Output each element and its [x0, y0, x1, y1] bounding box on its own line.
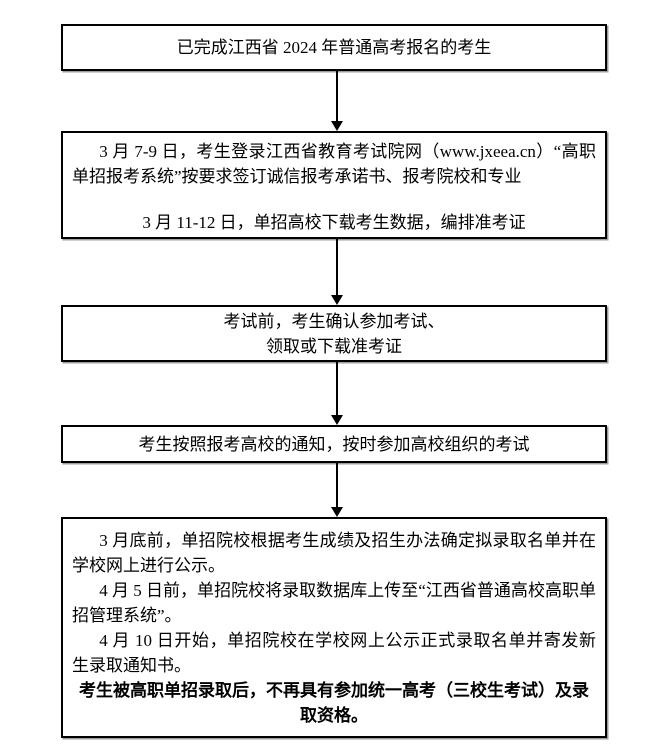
flowchart-box-exam: 考生按照报考高校的通知，按时参加高校组织的考试 [61, 425, 607, 463]
box4-text: 考生按照报考高校的通知，按时参加高校组织的考试 [138, 434, 530, 454]
arrow-shaft [335, 362, 338, 415]
arrow-head-icon [330, 415, 343, 425]
arrow-shaft [335, 239, 338, 295]
arrow-shaft [335, 71, 338, 121]
arrow-head-icon [330, 295, 343, 305]
down-arrow-2 [330, 239, 343, 305]
box5-paragraph-3: 4 月 10 日开始，单招院校在学校网上公示正式录取名单并寄发新生录取通知书。 [72, 631, 596, 675]
down-arrow-4 [330, 463, 343, 517]
box2-paragraph-2: 3 月 11-12 日，单招高校下载考生数据，编排准考证 [142, 213, 526, 232]
arrow-head-icon [330, 507, 343, 517]
box1-text: 已完成江西省 2024 年普通高考报名的考生 [176, 38, 492, 57]
flowchart-box-registration: 3 月 7-9 日，考生登录江西省教育考试院网（www.jxeea.cn）“高职… [61, 131, 607, 239]
box5-paragraph-2: 4 月 5 日前，单招院校将录取数据库上传至“江西省普通高校高职单招管理系统”。 [72, 581, 596, 625]
down-arrow-3 [330, 362, 343, 425]
box2-paragraph-1: 3 月 7-9 日，考生登录江西省教育考试院网（www.jxeea.cn）“高职… [72, 142, 596, 186]
flowchart-box-admission: 3 月底前，单招院校根据考生成绩及招生办法确定拟录取名单并在学校网上进行公示。 … [61, 517, 607, 738]
box5-warning-bold: 考生被高职单招录取后，不再具有参加统一高考（三校生考试）及录取资格。 [79, 681, 589, 725]
arrow-head-icon [330, 121, 343, 131]
flowchart-box-start: 已完成江西省 2024 年普通高考报名的考生 [61, 24, 607, 71]
down-arrow-1 [330, 71, 343, 131]
box3-line-2: 领取或下载准考证 [266, 336, 402, 356]
arrow-shaft [335, 463, 338, 507]
box3-line-1: 考试前，考生确认参加考试、 [223, 311, 445, 331]
box5-paragraph-1: 3 月底前，单招院校根据考生成绩及招生办法确定拟录取名单并在学校网上进行公示。 [72, 531, 596, 575]
flowchart-box-confirm: 考试前，考生确认参加考试、 领取或下载准考证 [61, 305, 607, 362]
